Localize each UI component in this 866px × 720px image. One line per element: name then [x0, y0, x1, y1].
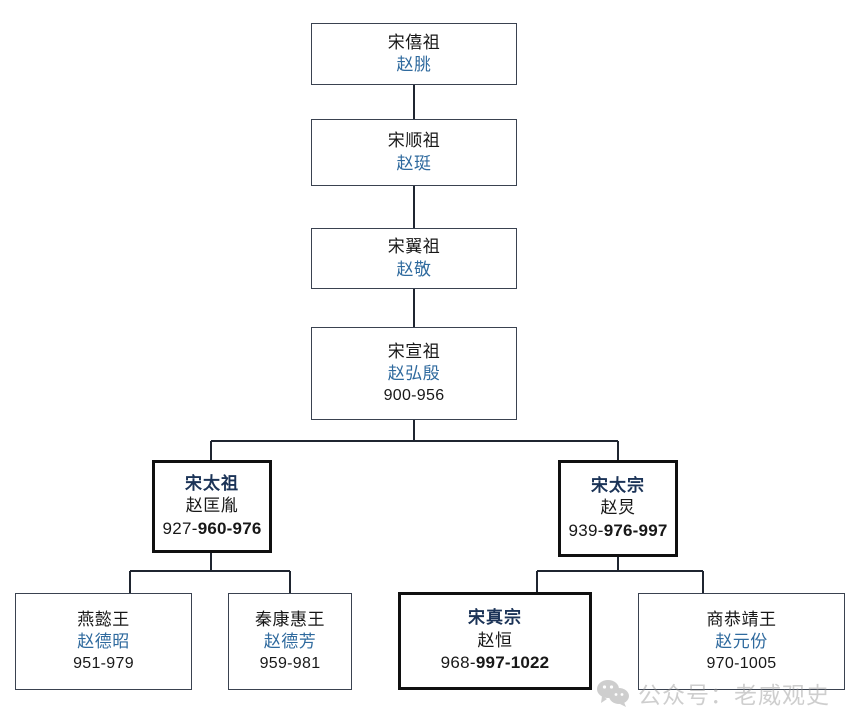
node-dates: 927-960-976	[162, 518, 261, 540]
node-reign-range: 960-976	[197, 518, 262, 538]
node-name: 赵珽	[396, 153, 432, 173]
node-name: 赵恒	[477, 630, 513, 650]
node-title: 宋翼祖	[387, 237, 441, 257]
node-title: 宋顺祖	[387, 131, 441, 151]
node-qin-kang-hui-wang[interactable]: 秦康惠王 赵德芳 959-981	[228, 593, 352, 690]
node-reign-range: 997-1022	[475, 653, 550, 673]
node-dates: 959-981	[260, 653, 321, 674]
node-title: 燕懿王	[77, 609, 130, 629]
node-name: 赵德昭	[77, 631, 130, 651]
node-dates: 900-956	[384, 385, 445, 406]
node-birth-range: 900-956	[383, 387, 445, 405]
node-dates: 951-979	[73, 653, 134, 674]
node-birth-range: 939-	[568, 520, 604, 540]
node-song-yi-zu[interactable]: 宋翼祖 赵敬	[311, 228, 517, 289]
node-birth-range: 959-981	[259, 655, 321, 673]
node-name: 赵朓	[396, 55, 432, 74]
node-title: 宋太宗	[591, 475, 645, 495]
node-name: 赵元份	[715, 631, 768, 651]
node-birth-range: 951-979	[73, 655, 134, 673]
node-name: 赵弘殷	[387, 363, 441, 383]
node-song-tai-zu[interactable]: 宋太祖 赵匡胤 927-960-976	[152, 460, 272, 553]
node-song-tai-zong[interactable]: 宋太宗 赵炅 939-976-997	[558, 460, 678, 557]
node-yan-yi-wang[interactable]: 燕懿王 赵德昭 951-979	[15, 593, 192, 690]
node-reign-range: 976-997	[603, 520, 668, 540]
node-name: 赵德芳	[263, 631, 317, 651]
node-song-xi-zu[interactable]: 宋僖祖 赵朓	[311, 23, 517, 85]
node-song-zhen-zong[interactable]: 宋真宗 赵恒 968-997-1022	[398, 592, 592, 690]
node-birth-range: 968-	[440, 653, 476, 673]
node-song-shun-zu[interactable]: 宋顺祖 赵珽	[311, 119, 517, 186]
node-birth-range: 970-1005	[706, 655, 777, 673]
node-title: 宋僖祖	[387, 32, 441, 52]
node-title: 宋宣祖	[387, 341, 441, 361]
node-birth-range: 927-	[162, 518, 198, 538]
node-dates: 970-1005	[706, 653, 776, 674]
node-song-xuan-zu[interactable]: 宋宣祖 赵弘殷 900-956	[311, 327, 517, 420]
node-shang-gong-jing-wang[interactable]: 商恭靖王 赵元份 970-1005	[638, 593, 845, 690]
node-title: 宋太祖	[185, 473, 239, 493]
node-name: 赵炅	[600, 498, 636, 518]
node-dates: 968-997-1022	[441, 652, 550, 674]
node-title: 商恭靖王	[706, 609, 777, 629]
node-name: 赵匡胤	[185, 496, 239, 516]
node-title: 秦康惠王	[255, 609, 325, 629]
node-name: 赵敬	[396, 259, 432, 279]
node-title: 宋真宗	[468, 608, 522, 628]
node-dates: 939-976-997	[568, 520, 667, 542]
